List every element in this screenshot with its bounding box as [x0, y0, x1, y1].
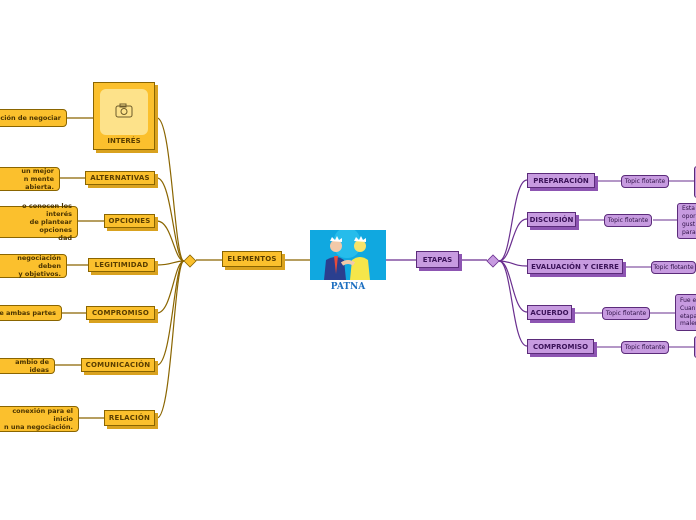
note-compromiso[interactable] [694, 336, 696, 358]
branch-interes-label: INTERÉS [107, 137, 141, 145]
floating-topic-label: Topic flotante [624, 178, 666, 185]
branch-compromiso-right-label: COMPROMISO [532, 342, 589, 351]
branch-preparacion[interactable]: PREPARACIÓN [527, 173, 595, 188]
center-image[interactable] [310, 230, 386, 280]
diamond-icon[interactable] [183, 254, 197, 268]
floating-topic-preparacion[interactable]: Topic flotante [621, 175, 669, 188]
leaf-alternativas-text: un mejor n mente abierta. [21, 166, 54, 192]
leaf-legitimidad-text: negociación deben y objetivos. [17, 253, 61, 279]
leaf-opciones[interactable]: o conocen los interés de plantear opcion… [0, 202, 78, 242]
leaf-compromiso[interactable]: re ambas partes [0, 305, 62, 321]
floating-topic-label: Topic flotante [624, 344, 666, 351]
branch-preparacion-label: PREPARACIÓN [533, 176, 589, 185]
leaf-compromiso-text: re ambas partes [0, 308, 56, 317]
branch-alternativas-label: ALTERNATIVAS [90, 174, 150, 182]
note-discusion[interactable]: Esta opor gust para [677, 203, 696, 239]
leaf-relacion-text: conexión para el inicio n una negociació… [3, 406, 73, 432]
branch-discusion[interactable]: DISCUSIÓN [527, 212, 576, 227]
floating-topic-discusion[interactable]: Topic flotante [604, 214, 652, 227]
hub-etapas[interactable]: ETAPAS [416, 251, 459, 268]
floating-topic-label: Topic flotante [653, 264, 694, 271]
diamond-icon[interactable] [486, 254, 500, 268]
branch-evaluacion-label: EVALUACIÓN Y CIERRE [531, 262, 619, 271]
leaf-interes[interactable]: ción de negociar [0, 109, 67, 127]
note-preparacion[interactable] [694, 166, 696, 198]
leaf-relacion[interactable]: conexión para el inicio n una negociació… [0, 406, 79, 432]
camera-icon [115, 103, 133, 118]
floating-topic-label: Topic flotante [605, 310, 647, 317]
branch-compromiso-right[interactable]: COMPROMISO [527, 339, 594, 354]
branch-legitimidad[interactable]: LEGITIMIDAD [88, 258, 155, 272]
leaf-opciones-text: o conocen los interés de plantear opcion… [22, 201, 72, 243]
note-acuerdo[interactable]: Fue e Cuan etapa maler [675, 294, 696, 331]
leaf-alternativas[interactable]: un mejor n mente abierta. [0, 167, 60, 191]
center-title: PATNA [330, 282, 366, 292]
branch-opciones[interactable]: OPCIONES [104, 214, 155, 228]
branch-opciones-label: OPCIONES [108, 217, 151, 225]
floating-topic-compromiso[interactable]: Topic flotante [621, 341, 669, 354]
leaf-interes-text: ción de negociar [0, 113, 61, 122]
floating-topic-label: Topic flotante [607, 217, 649, 224]
leaf-legitimidad[interactable]: negociación deben y objetivos. [0, 254, 67, 278]
branch-discusion-label: DISCUSIÓN [529, 215, 574, 224]
branch-acuerdo[interactable]: ACUERDO [527, 305, 572, 320]
note-discusion-text: Esta opor gust para [682, 205, 696, 236]
hub-elementos-label: ELEMENTOS [227, 255, 277, 263]
branch-compromiso-left-label: COMPROMISO [91, 309, 150, 317]
floating-topic-acuerdo[interactable]: Topic flotante [602, 307, 650, 320]
floating-topic-evaluacion[interactable]: Topic flotante [651, 261, 696, 274]
branch-legitimidad-label: LEGITIMIDAD [94, 261, 149, 269]
branch-interes[interactable]: INTERÉS [93, 82, 155, 150]
leaf-comunicacion[interactable]: ambio de ideas [0, 358, 55, 374]
branch-evaluacion[interactable]: EVALUACIÓN Y CIERRE [527, 259, 623, 274]
branch-acuerdo-label: ACUERDO [530, 308, 569, 317]
branch-comunicacion-label: COMUNICACIÓN [85, 361, 151, 369]
hub-elementos[interactable]: ELEMENTOS [222, 251, 282, 267]
note-acuerdo-text: Fue e Cuan etapa maler [680, 296, 696, 328]
branch-alternativas[interactable]: ALTERNATIVAS [85, 171, 155, 185]
hub-etapas-label: ETAPAS [422, 255, 453, 264]
branch-relacion-label: RELACIÓN [108, 414, 151, 422]
branch-compromiso-left[interactable]: COMPROMISO [86, 306, 155, 320]
branch-comunicacion[interactable]: COMUNICACIÓN [81, 358, 155, 372]
branch-relacion[interactable]: RELACIÓN [104, 410, 155, 426]
interes-image-placeholder [100, 89, 148, 135]
leaf-comunicacion-text: ambio de ideas [15, 357, 49, 374]
